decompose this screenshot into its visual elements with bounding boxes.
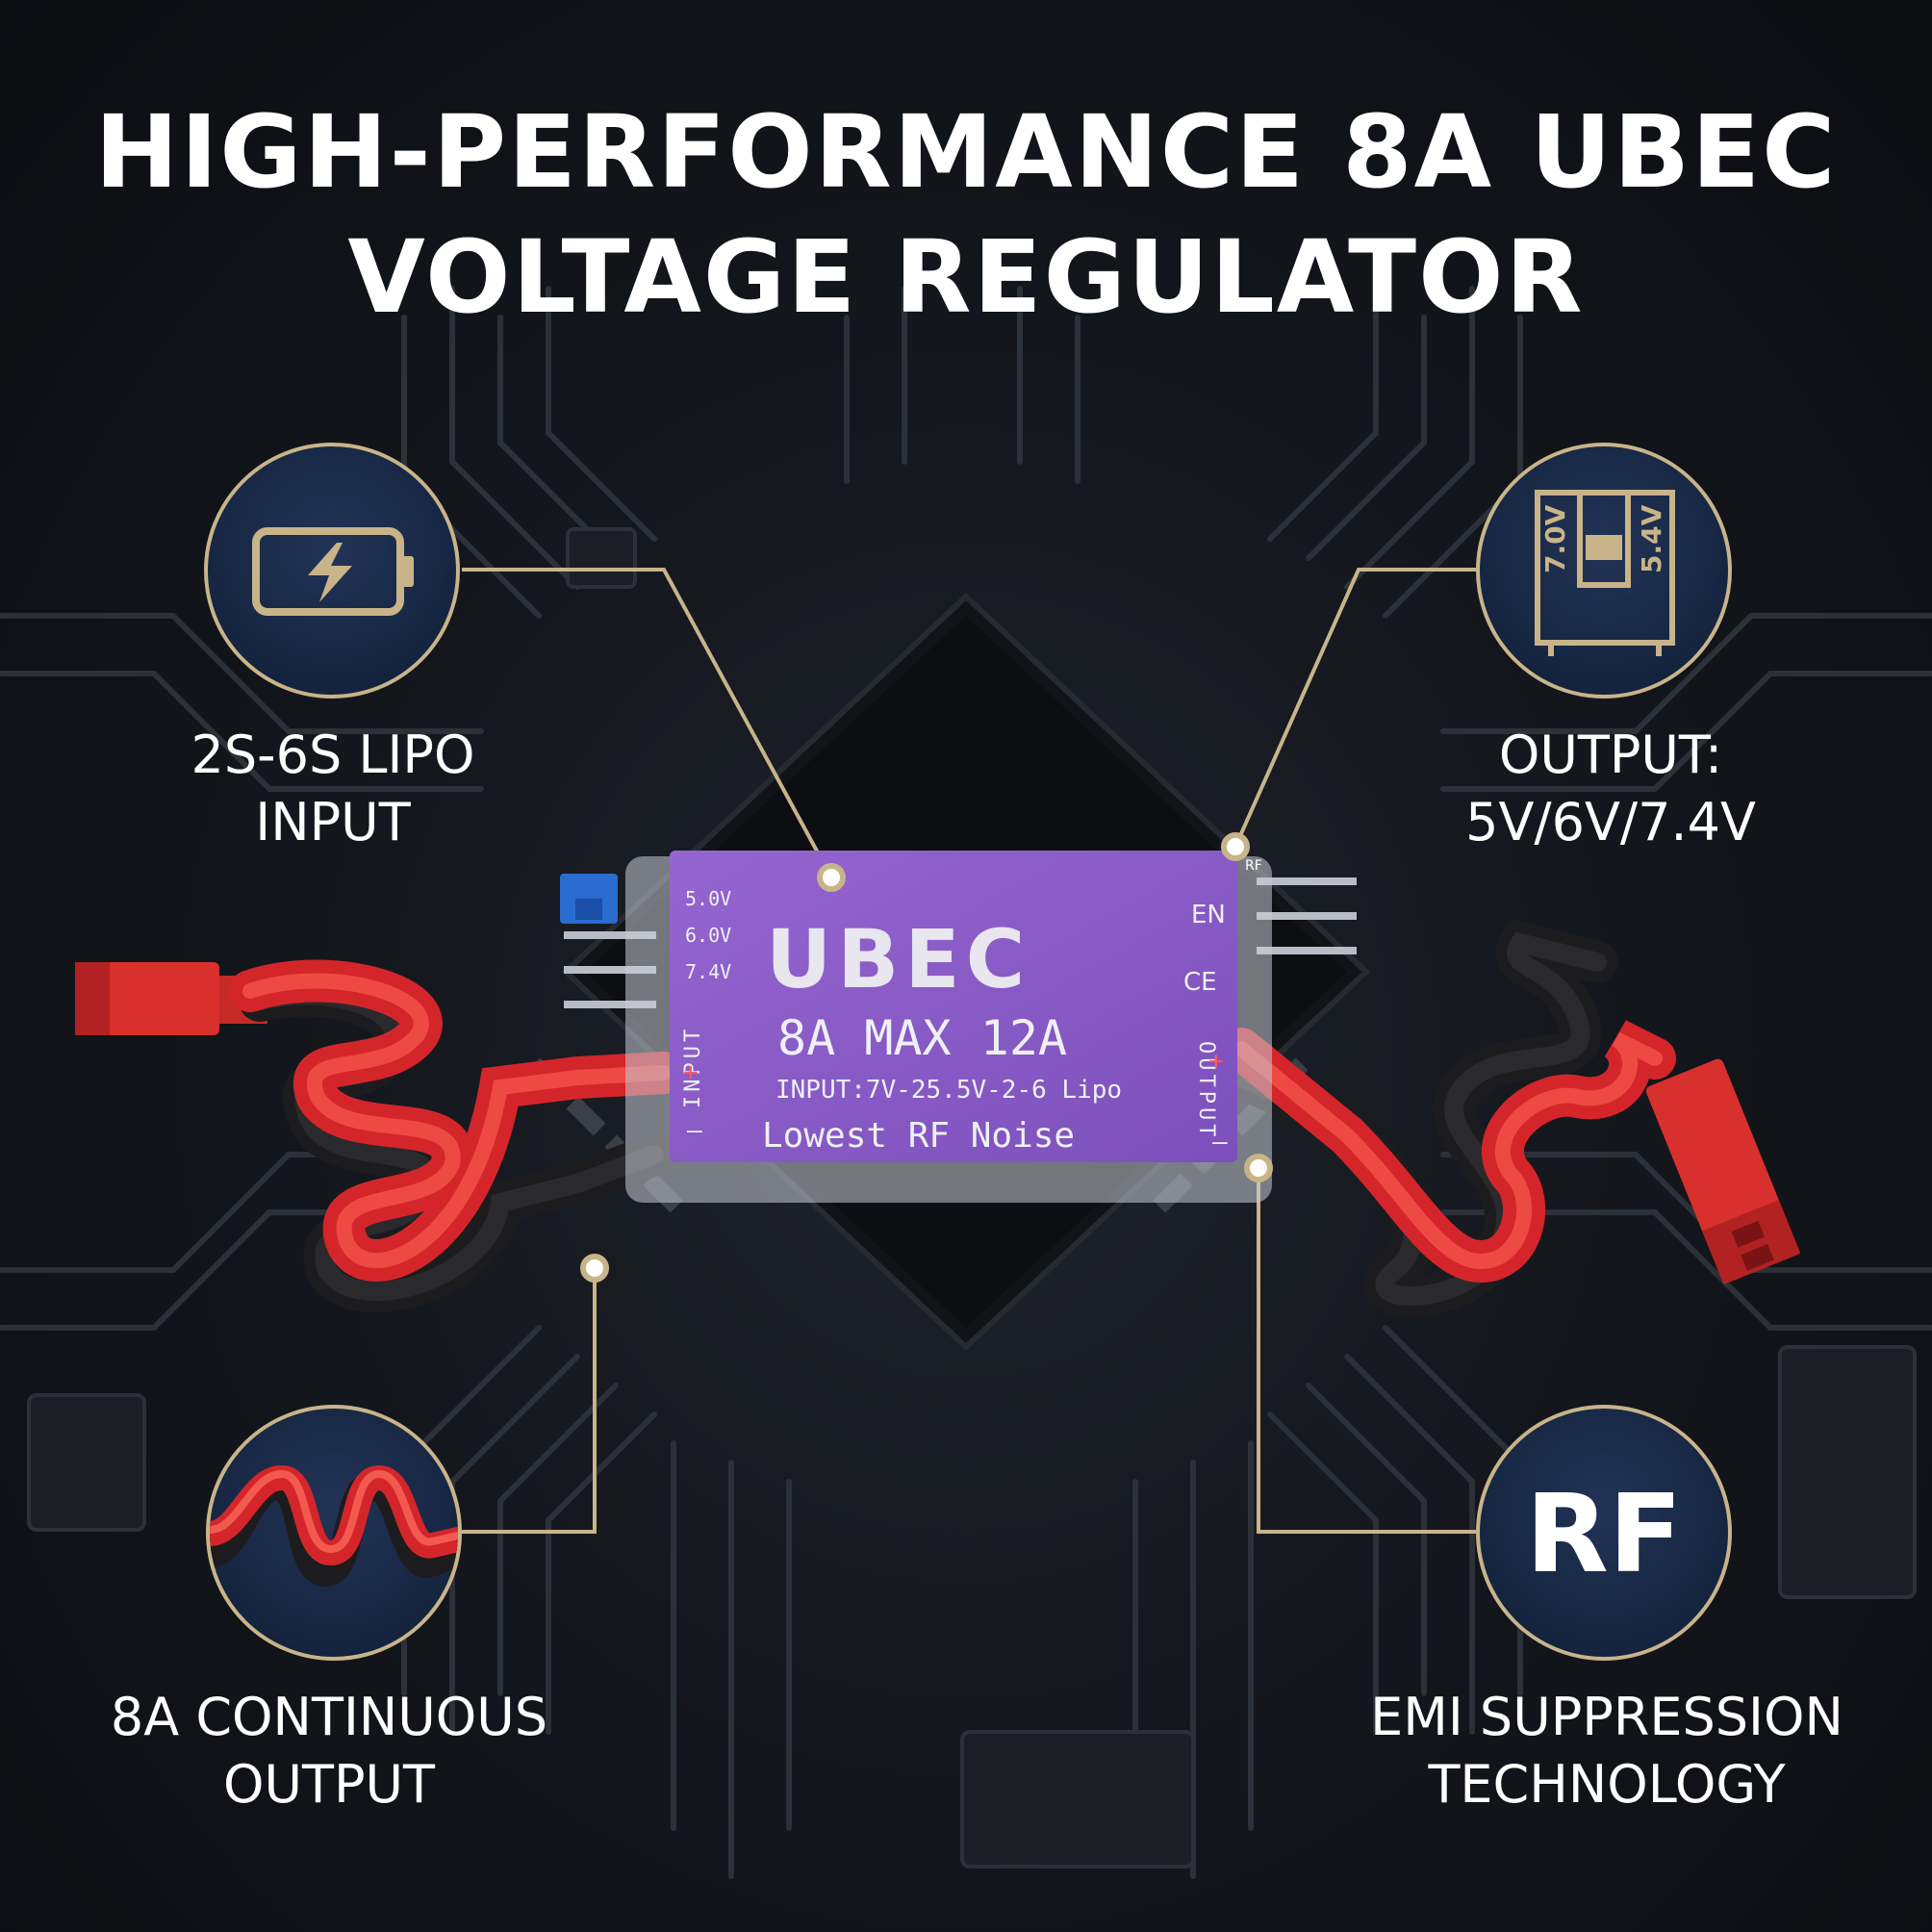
module-voltage-5v: 5.0V [685,887,732,910]
feature-circle-output: 7.0V 5.4V [1476,443,1732,699]
module-rf-small: RF [1245,858,1262,874]
module-output-minus: – [1212,1128,1228,1157]
module-output-plus: + [1208,1047,1224,1076]
module-voltage-6v: 6.0V [685,924,732,947]
module-ce-mark: CE [1183,968,1217,997]
feature-emi-line-1: EMI SUPPRESSION [1370,1687,1843,1747]
battery-icon [252,527,414,616]
module-brand: UBEC [766,912,1031,1006]
voltage-jumper-icon [1535,490,1675,656]
feature-continuous-line-2: OUTPUT [222,1754,436,1815]
jumper-mark-7v: 7.0V [1539,504,1571,573]
feature-label-continuous: 8A CONTINUOUS OUTPUT [60,1684,598,1818]
feature-battery-line-2: INPUT [255,792,411,852]
module-tagline: Lowest RF Noise [762,1116,1076,1156]
coiled-wire-icon [210,1464,458,1588]
feature-circle-battery [204,443,460,699]
feature-battery-line-1: 2S-6S LIPO [191,724,475,785]
module-rating: 8A MAX 12A [777,1010,1068,1066]
module-en-label: EN [1191,901,1226,929]
module-voltage-7v4: 7.4V [685,960,732,983]
rf-icon: RF [1525,1472,1683,1597]
module-input-minus: – [687,1116,702,1145]
jumper-mark-5v4: 5.4V [1636,504,1667,573]
headline-line-2: VOLTAGE REGULATOR [347,218,1585,336]
feature-continuous-line-1: 8A CONTINUOUS [110,1687,548,1747]
headline-line-1: HIGH-PERFORMANCE 8A UBEC [94,93,1838,211]
module-input-plus: + [683,1058,699,1087]
feature-output-line-2: 5V/6V/7.4V [1465,792,1756,852]
right-jst-connector [1645,1058,1801,1284]
module-input-spec: INPUT:7V-25.5V-2-6 Lipo [775,1076,1123,1105]
feature-circle-continuous [206,1405,462,1661]
feature-output-line-1: OUTPUT: [1498,724,1723,785]
feature-label-emi: EMI SUPPRESSION TECHNOLOGY [1328,1684,1886,1818]
feature-label-output: OUTPUT: 5V/6V/7.4V [1341,722,1880,856]
feature-label-battery: 2S-6S LIPO INPUT [64,722,602,856]
feature-emi-line-2: TECHNOLOGY [1428,1754,1786,1815]
feature-circle-rf: RF [1476,1405,1732,1661]
